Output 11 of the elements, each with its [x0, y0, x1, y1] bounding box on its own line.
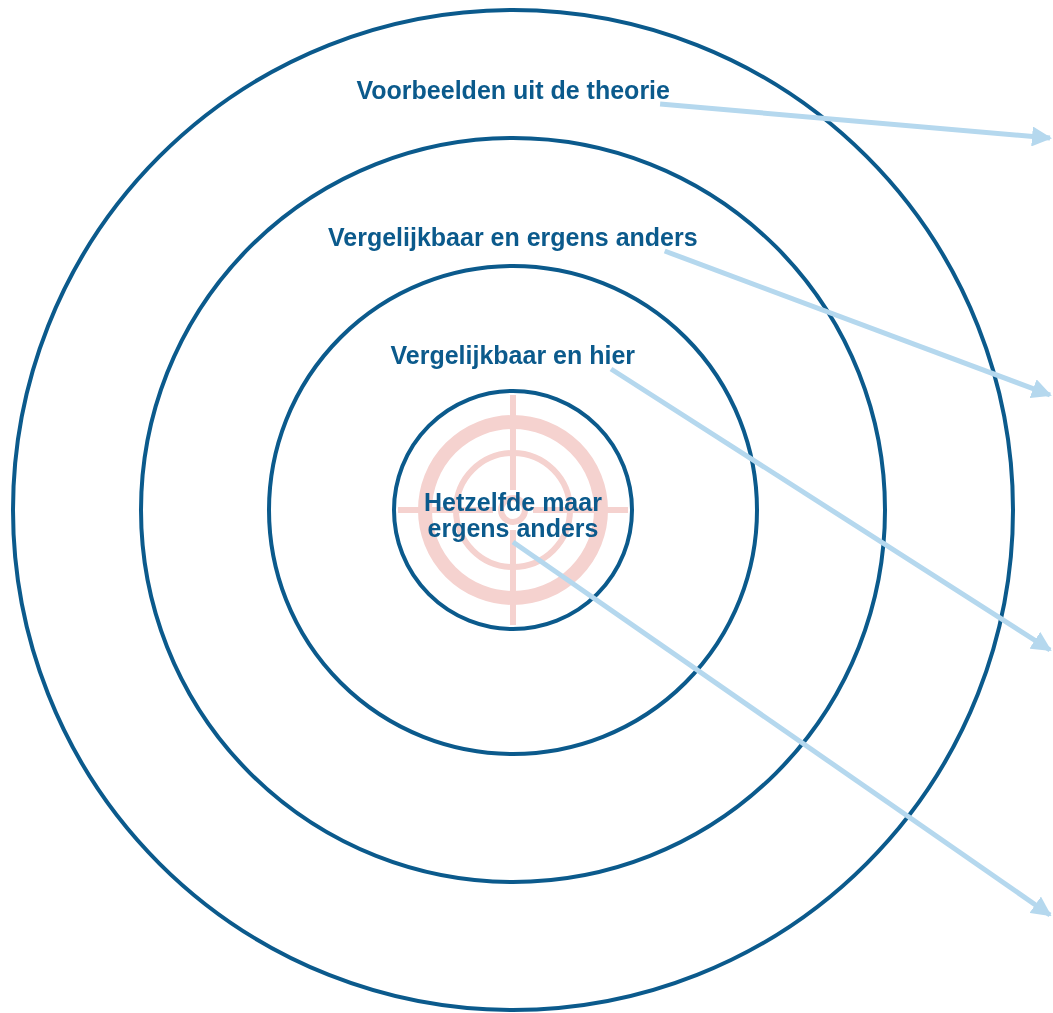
ring-circle [139, 136, 887, 884]
ring-circle [11, 8, 1015, 1012]
arrow [609, 366, 1052, 653]
ring-label: Voorbeelden uit de theorie [356, 77, 670, 103]
arrow [659, 101, 1052, 147]
ring-label: Vergelijkbaar en ergens anders [328, 224, 698, 250]
ring-circle [267, 264, 759, 756]
arrow [511, 539, 1052, 918]
ring-label: Hetzelfde maar ergens anders [408, 489, 618, 541]
arrow [663, 248, 1052, 399]
ring-label: Vergelijkbaar en hier [390, 342, 636, 368]
